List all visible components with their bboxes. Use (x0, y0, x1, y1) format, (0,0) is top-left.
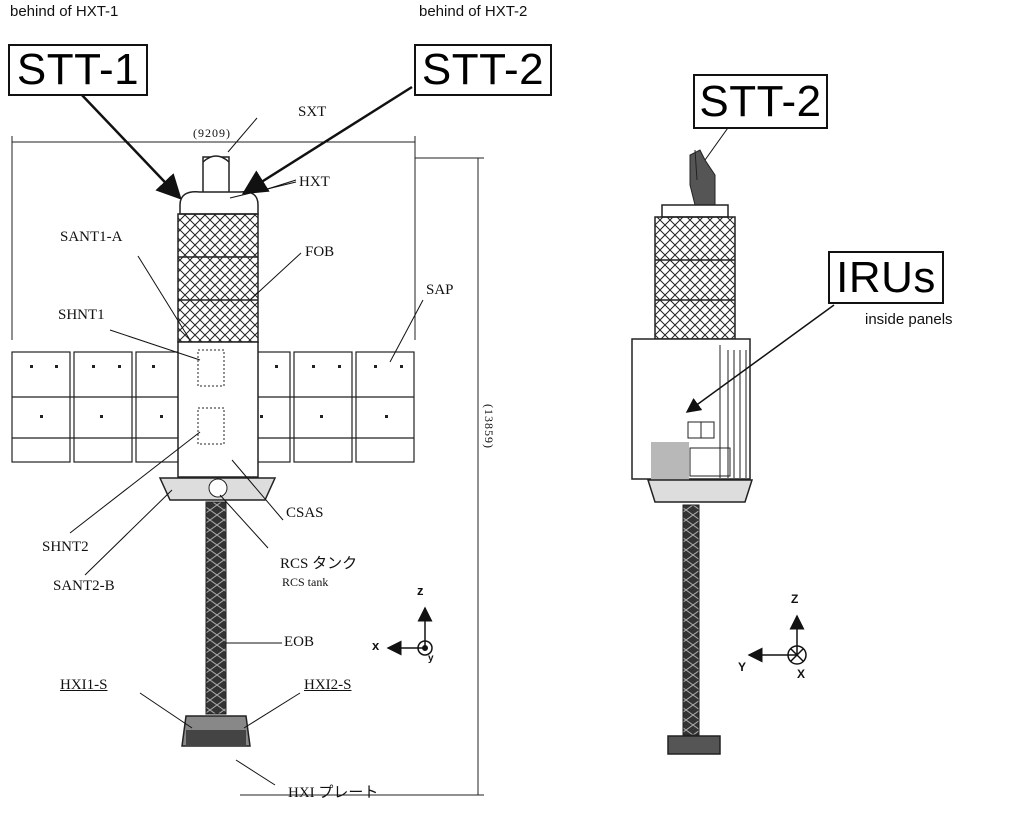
solar-array-right (231, 351, 415, 463)
stt2-side-bracket (689, 149, 716, 213)
side-view (631, 149, 754, 755)
behind-hxt1-note: behind of HXT-1 (10, 3, 119, 20)
side-axis-x-label: X (797, 667, 806, 681)
front-axis-y-label: y (428, 653, 434, 664)
label-shnt1: SHNT1 (58, 307, 105, 323)
label-sant2b: SANT2-B (53, 578, 115, 594)
side-tower-top (661, 204, 729, 218)
label-hxt: HXT (299, 174, 330, 190)
irus-label-box: IRUs (828, 251, 944, 304)
label-hxi2s: HXI2-S (304, 677, 352, 693)
stt1-label: STT-1 (16, 45, 140, 94)
label-sant1a: SANT1-A (60, 229, 123, 245)
label-fob: FOB (305, 244, 335, 260)
irus-label: IRUs (836, 252, 936, 302)
fob-tower (177, 213, 259, 343)
front-view (11, 136, 484, 796)
stt2-front-label: STT-2 (421, 45, 545, 94)
label-sap: SAP (426, 282, 454, 298)
label-csas: CSAS (286, 505, 324, 521)
stt2-side-label-box: STT-2 (693, 74, 828, 129)
label-eob: EOB (284, 634, 314, 650)
leader-lines (69, 85, 835, 786)
stt1-label-box: STT-1 (8, 44, 148, 96)
label-hxi1s: HXI1-S (60, 677, 108, 693)
side-axes (747, 614, 807, 665)
side-mast (682, 504, 700, 736)
stt2-side-label: STT-2 (699, 76, 822, 126)
behind-hxt2-note: behind of HXT-2 (419, 3, 528, 20)
side-axis-y-label: Y (738, 660, 747, 674)
inside-panels-note: inside panels (865, 311, 953, 328)
stt2-front-label-box: STT-2 (414, 44, 552, 96)
solar-array-left (11, 351, 195, 463)
label-rcs-tank-en: RCS tank (282, 575, 329, 589)
label-hxi-plate: HXI プレート (288, 785, 379, 801)
sxt-telescope (202, 156, 230, 198)
label-width-dimension: (9209) (193, 126, 231, 140)
eob-mast (205, 501, 227, 715)
label-height-dimension: (13859) (482, 404, 496, 449)
side-gray-block (651, 442, 689, 486)
label-rcs-tank-jp: RCS タンク (280, 556, 358, 572)
label-sxt: SXT (298, 104, 327, 120)
front-axis-z-label: z (417, 583, 424, 598)
side-hxi-plate (667, 735, 721, 755)
side-axis-z-label: Z (791, 592, 799, 606)
label-shnt2: SHNT2 (42, 539, 89, 555)
hxt-telescopes (179, 191, 259, 215)
side-base (646, 479, 754, 503)
front-axes (386, 606, 433, 656)
bus-body (177, 341, 259, 478)
front-axis-x-label: x (372, 638, 380, 653)
side-tower (654, 216, 736, 340)
